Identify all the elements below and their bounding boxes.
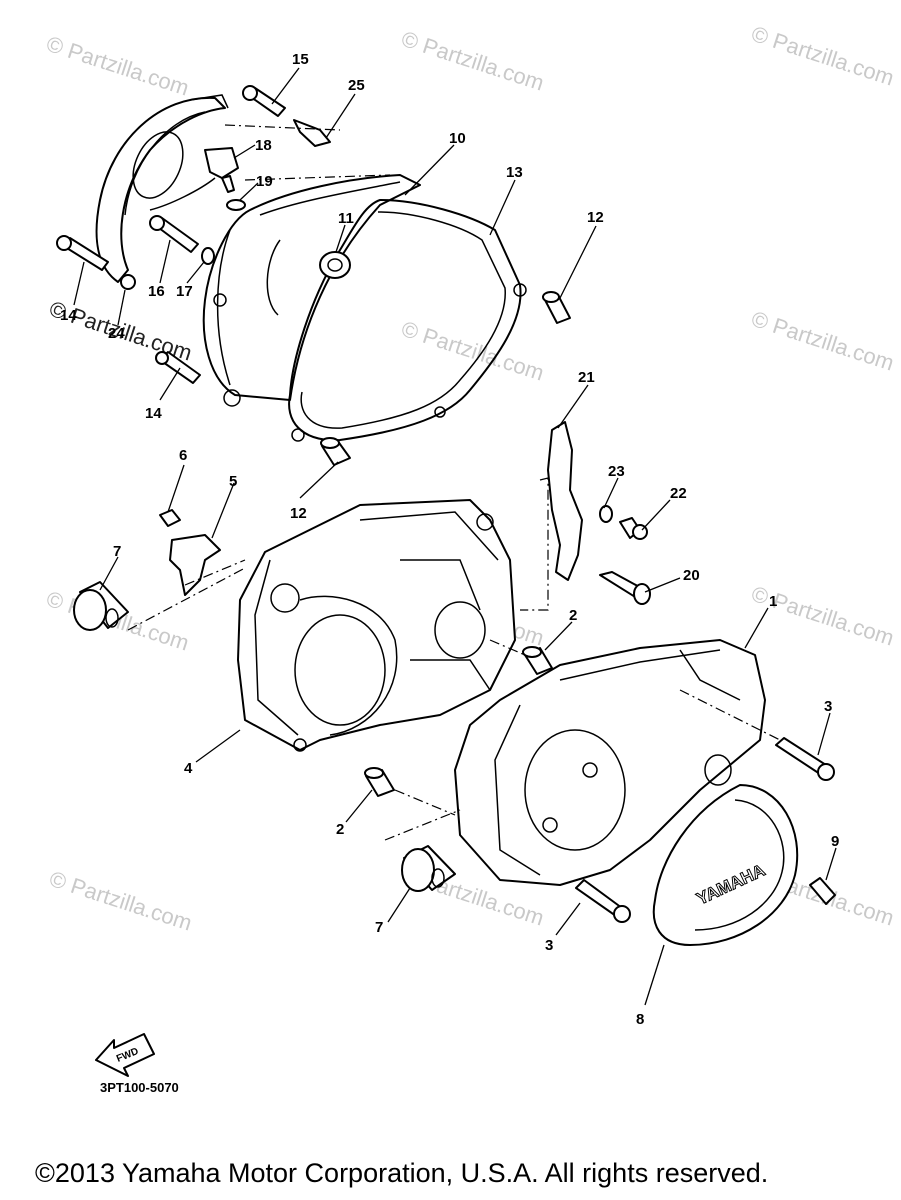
o-ring-19	[226, 199, 246, 211]
plate-21	[547, 421, 583, 581]
cover-guard	[95, 94, 229, 283]
callout-19: 19	[256, 173, 273, 190]
copyright-notice: ©2013 Yamaha Motor Corporation, U.S.A. A…	[35, 1158, 769, 1188]
callout-24: 24	[108, 325, 125, 342]
callouts: 15 25 18 19 10 11 13 12 14 24 16 17 14 1…	[60, 51, 839, 1028]
callout-3-lower: 3	[545, 937, 553, 954]
fwd-arrow-icon: FWD	[95, 1033, 155, 1077]
leader-lines	[73, 67, 837, 1006]
callout-1: 1	[769, 593, 777, 610]
bolt-15	[242, 85, 286, 117]
bolt-14-upper	[56, 235, 109, 271]
watermark: © Partzilla.com	[46, 866, 195, 936]
callout-12-upper: 12	[587, 209, 604, 226]
washer-17	[201, 247, 215, 265]
bearing-7-lower	[401, 845, 456, 892]
callout-21: 21	[578, 369, 595, 386]
callout-10: 10	[449, 130, 466, 147]
screw-6	[159, 509, 181, 527]
dowel-pin-12-lower	[320, 437, 351, 466]
bearing-7-upper	[73, 581, 129, 631]
watermark: © Partzilla.com	[748, 581, 897, 651]
callout-9: 9	[831, 833, 839, 850]
screw-9	[809, 877, 836, 905]
callout-14-upper: 14	[60, 307, 77, 324]
bolt-16	[149, 215, 199, 253]
callout-14-lower: 14	[145, 405, 162, 422]
crankcase-right	[454, 639, 766, 886]
watermark: © Partzilla.com	[748, 21, 897, 91]
callout-7-upper: 7	[113, 543, 121, 560]
callout-3-right: 3	[824, 698, 832, 715]
bushing-11	[319, 251, 351, 279]
dowel-pin-12-upper	[542, 291, 571, 324]
callout-12-lower: 12	[290, 505, 307, 522]
callout-22: 22	[670, 485, 687, 502]
magneto-cover-8: YAMAHA	[652, 784, 799, 946]
watermark: © Partzilla.com	[398, 26, 547, 96]
callout-2-upper: 2	[569, 607, 577, 624]
watermark: © Partzilla.com	[43, 31, 192, 101]
clamp-25	[293, 119, 331, 147]
callout-4: 4	[184, 760, 193, 777]
callout-5: 5	[229, 473, 237, 490]
diagram-code: 3PT100-5070	[100, 1080, 179, 1095]
watermark: © Partzilla.com	[748, 306, 897, 376]
bolt-14-lower	[155, 351, 201, 384]
bolt-20	[599, 571, 651, 605]
shift-fork-5	[169, 534, 221, 596]
clip-24	[120, 274, 136, 290]
callout-11: 11	[338, 210, 354, 227]
watermark: © Partzilla.com	[398, 316, 547, 386]
callout-25: 25	[348, 77, 365, 94]
dowel-pin-2-upper	[522, 646, 553, 675]
crankcase-cover-right	[202, 174, 421, 407]
callout-17: 17	[176, 283, 193, 300]
callout-16: 16	[148, 283, 165, 300]
callout-7-lower: 7	[375, 919, 383, 936]
callout-18: 18	[255, 137, 272, 154]
crankcase-left	[237, 499, 516, 752]
bolt-3-lower	[575, 879, 631, 923]
callout-23: 23	[608, 463, 625, 480]
callout-15: 15	[292, 51, 309, 68]
callout-20: 20	[683, 567, 700, 584]
callout-2-lower: 2	[336, 821, 344, 838]
sensor-18	[204, 147, 239, 193]
alignment-lines	[127, 124, 781, 841]
callout-8: 8	[636, 1011, 644, 1028]
dowel-pin-2-lower	[364, 767, 395, 797]
bolt-3-right	[775, 737, 835, 781]
callout-13: 13	[506, 164, 523, 181]
washer-23	[599, 505, 613, 523]
callout-6: 6	[179, 447, 187, 464]
